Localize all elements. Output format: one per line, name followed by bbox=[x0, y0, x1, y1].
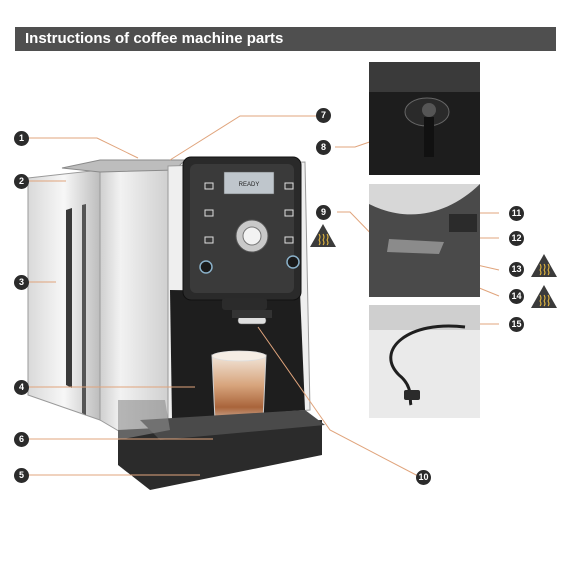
callout-8: 8 bbox=[316, 140, 331, 155]
detail-photo-steam-nozzle bbox=[369, 184, 480, 297]
display-readout: READY bbox=[239, 182, 260, 188]
header-bar: Instructions of coffee machine parts bbox=[15, 27, 556, 51]
callout-2: 2 bbox=[14, 174, 29, 189]
callout-9: 9 bbox=[316, 205, 331, 220]
callout-7: 7 bbox=[316, 108, 331, 123]
detail-photo-grinder bbox=[369, 62, 480, 175]
callout-3: 3 bbox=[14, 275, 29, 290]
callout-14: 14 bbox=[509, 289, 524, 304]
callout-15: 15 bbox=[509, 317, 524, 332]
hot-surface-warning-icon bbox=[531, 285, 557, 308]
page-title: Instructions of coffee machine parts bbox=[25, 30, 284, 47]
callout-12: 12 bbox=[509, 231, 524, 246]
detail-photo-power-cord bbox=[369, 305, 480, 418]
hot-surface-warning-icon bbox=[531, 254, 557, 277]
callout-10: 10 bbox=[416, 470, 431, 485]
callout-1: 1 bbox=[14, 131, 29, 146]
callout-11: 11 bbox=[509, 206, 524, 221]
hot-surface-warning-icon bbox=[310, 224, 336, 247]
callout-6: 6 bbox=[14, 432, 29, 447]
callout-4: 4 bbox=[14, 380, 29, 395]
callout-5: 5 bbox=[14, 468, 29, 483]
callout-13: 13 bbox=[509, 262, 524, 277]
